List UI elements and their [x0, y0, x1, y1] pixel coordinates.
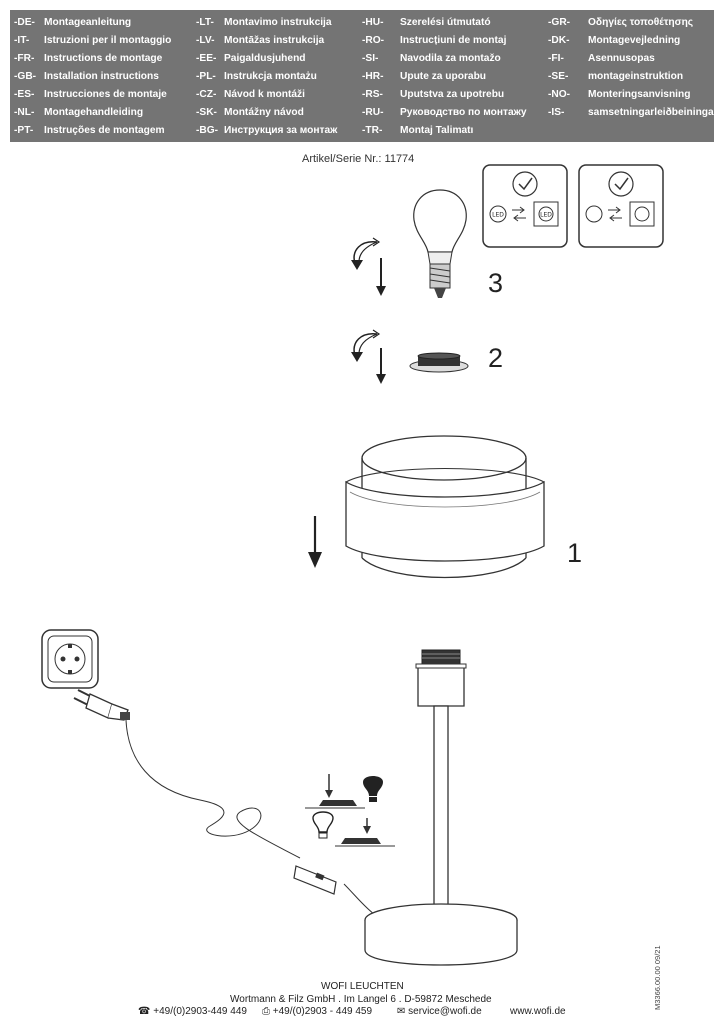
language-title: samsetningarleiðbeiningar: [588, 107, 718, 118]
language-code: -GB-: [14, 71, 37, 82]
power-plug-icon: [73, 689, 130, 721]
language-title: Monteringsanvisning: [588, 89, 691, 100]
language-title: Руководство по монтажу: [400, 107, 527, 118]
language-title: Installation instructions: [44, 71, 159, 82]
language-code: -LV-: [196, 35, 215, 46]
language-title: Montagehandleiding: [44, 107, 144, 118]
svg-text:LED: LED: [540, 212, 552, 219]
down-arrow-icon: [308, 516, 322, 568]
language-title: Instructions de montage: [44, 53, 163, 64]
language-code: -ES-: [14, 89, 35, 100]
language-code: -PT-: [14, 125, 34, 136]
language-code: -DK-: [548, 35, 570, 46]
phone-icon: ☎: [138, 1006, 151, 1017]
language-title: Instrucciones de montaje: [44, 89, 167, 100]
language-code: -RS-: [362, 89, 383, 100]
footer-website[interactable]: www.wofi.de: [510, 1006, 566, 1017]
language-code: -IS-: [548, 107, 565, 118]
language-code: -IT-: [14, 35, 30, 46]
language-title: Uputstva za upotrebu: [400, 89, 505, 100]
language-code: -HR-: [362, 71, 384, 82]
language-code: -FR-: [14, 53, 35, 64]
language-code: -SK-: [196, 107, 217, 118]
step2-rotate-arrow-icon: [351, 329, 386, 384]
led-bulb-icon: [413, 189, 467, 298]
language-title: Montaj Talimatı: [400, 125, 474, 136]
language-code: -GR-: [548, 17, 571, 28]
language-title: montageinstruktion: [588, 71, 684, 82]
language-code: -TR-: [362, 125, 383, 136]
step3-rotate-arrow-icon: [351, 237, 386, 296]
language-title: Οδηγίες τοποθέτησης: [588, 17, 694, 28]
step3-number: 3: [488, 268, 504, 298]
language-title: Návod k montáži: [224, 89, 305, 100]
footer-fax: ⎙ +49/(0)2903 - 449 459: [262, 1006, 373, 1017]
language-code: -FI-: [548, 53, 564, 64]
language-title: Montavimo instrukcija: [224, 17, 332, 28]
language-code: -NO-: [548, 89, 571, 100]
language-title: Instrukcja montażu: [224, 71, 317, 82]
step1-number: 1: [567, 538, 583, 568]
language-title: Инструкция за монтаж: [224, 125, 338, 136]
switch-on-diagram: [305, 774, 383, 809]
language-code: -SI-: [362, 53, 379, 64]
footer-phone: ☎ +49/(0)2903-449 449: [138, 1006, 247, 1017]
language-title: Navodila za montažo: [400, 53, 501, 64]
language-banner: -DE- Montageanleitung -LT- Montavimo instru…: [10, 10, 718, 142]
step2-number: 2: [488, 343, 504, 373]
doc-code: M3366.00.00 09/21: [653, 945, 663, 1010]
wall-socket-icon: [41, 629, 99, 689]
lamp-shade: [345, 435, 545, 579]
footer-company: WOFI LEUCHTEN: [321, 981, 404, 992]
language-title: Montāžas instrukcija: [224, 35, 325, 46]
language-code: -NL-: [14, 107, 35, 118]
lamp-base: [364, 649, 518, 966]
language-code: -LT-: [196, 17, 214, 28]
language-code: -EE-: [196, 53, 217, 64]
language-title: Upute za uporabu: [400, 71, 487, 82]
footer-address: Wortmann & Filz GmbH . Im Langel 6 . D-5…: [230, 994, 492, 1005]
language-code: -PL-: [196, 71, 216, 82]
shade-ring-icon: [409, 352, 469, 373]
language-title: Asennusopas: [588, 53, 655, 64]
language-title: Montážny návod: [224, 107, 304, 118]
svg-text:LED: LED: [492, 212, 504, 219]
language-title: Istruzioni per il montaggio: [44, 35, 172, 46]
article-number: Artikel/Serie Nr.: 11774: [302, 153, 415, 165]
language-title: Montageanleitung: [44, 17, 132, 28]
language-code: -SE-: [548, 71, 569, 82]
led-compat-box-1: LED LED: [482, 164, 568, 248]
language-code: -CZ-: [196, 89, 217, 100]
language-title: Szerelési útmutató: [400, 17, 491, 28]
language-code: -BG-: [196, 125, 219, 136]
language-code: -RO-: [362, 35, 385, 46]
led-compat-box-2: [578, 164, 664, 248]
language-title: Montagevejledning: [588, 35, 681, 46]
language-title: Instrucțiuni de montaj: [400, 35, 507, 46]
fax-icon: ⎙: [262, 1006, 270, 1017]
mail-icon: ✉: [397, 1006, 406, 1017]
language-code: -DE-: [14, 17, 35, 28]
language-code: -HU-: [362, 17, 384, 28]
language-code: -RU-: [362, 107, 384, 118]
language-title: Paigaldusjuhend: [224, 53, 306, 64]
switch-off-diagram: [312, 811, 395, 847]
language-title: Instruções de montagem: [44, 125, 165, 136]
footer-email[interactable]: ✉ service@wofi.de: [397, 1006, 482, 1017]
